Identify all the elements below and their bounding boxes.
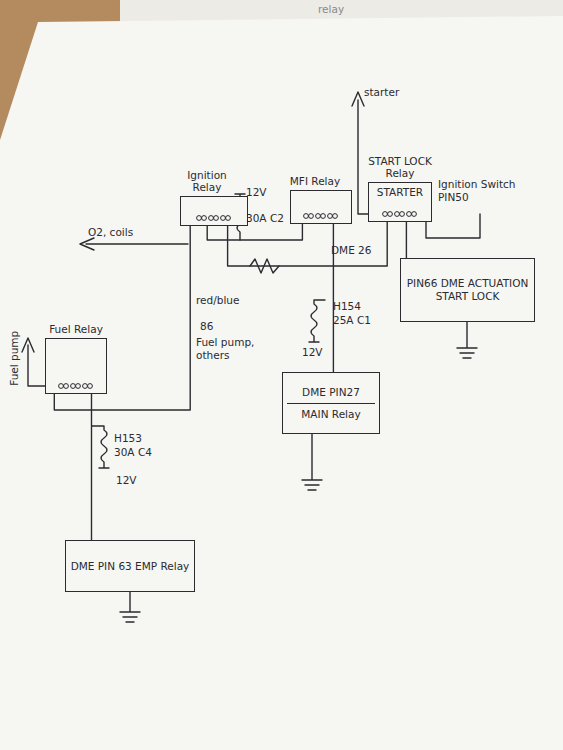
fuel-pump-wire bbox=[28, 345, 45, 386]
ignition-switch-wire bbox=[426, 214, 480, 238]
wire-label: starter bbox=[364, 86, 399, 99]
wire-label: 12V bbox=[302, 346, 323, 359]
fuse-symbol bbox=[309, 300, 325, 342]
relay-box: MFI Relay bbox=[290, 190, 352, 224]
wire-label: 12V bbox=[116, 474, 137, 487]
wire-label: Fuel pump bbox=[8, 326, 21, 390]
paper-sheet bbox=[0, 16, 563, 750]
wire-label: relay bbox=[318, 3, 344, 16]
relay-box: START LOCK RelaySTARTER bbox=[368, 182, 432, 222]
box-text: STARTER bbox=[377, 186, 423, 199]
box-heading: MFI Relay bbox=[287, 175, 343, 188]
wire-label: 86 bbox=[200, 320, 213, 333]
relay-box: DME PIN 63 EMP Relay bbox=[65, 540, 195, 592]
wire-label: Ignition Switch PIN50 bbox=[438, 178, 538, 203]
relay-box: DME PIN27MAIN Relay bbox=[282, 372, 380, 434]
wire-label: Fuel pump, others bbox=[196, 336, 268, 361]
relay-pins bbox=[303, 212, 339, 220]
wire-connector bbox=[406, 222, 407, 258]
fuse-symbol bbox=[92, 426, 109, 468]
wire-connector bbox=[207, 224, 302, 240]
arrow-head bbox=[352, 92, 364, 106]
wire-label: 25A C1 bbox=[333, 314, 371, 327]
ground-symbol bbox=[457, 322, 477, 358]
relay-box: Fuel Relay bbox=[45, 338, 107, 394]
relay-pins bbox=[58, 382, 94, 390]
box-heading: Ignition Relay bbox=[175, 169, 239, 194]
wire-label: 12V bbox=[246, 186, 267, 199]
relay-pins bbox=[382, 210, 418, 218]
wiring bbox=[22, 92, 480, 622]
wire-label: H153 bbox=[114, 432, 142, 445]
starter-wire bbox=[358, 100, 368, 214]
relay-pins bbox=[196, 214, 232, 222]
wire-label: 30A C2 bbox=[246, 212, 284, 225]
wire-label: H154 bbox=[333, 300, 361, 313]
relay-box: PIN66 DME ACTUATION START LOCK bbox=[400, 258, 535, 322]
o2-coils-wire bbox=[86, 243, 188, 244]
box-text: DME PIN27 bbox=[302, 386, 360, 399]
wire-connector bbox=[91, 394, 92, 540]
relay-box: Ignition Relay bbox=[180, 196, 248, 226]
box-heading: START LOCK Relay bbox=[368, 155, 432, 180]
wire-connector bbox=[228, 222, 388, 266]
box-text: MAIN Relay bbox=[287, 403, 375, 421]
box-heading: Fuel Relay bbox=[48, 323, 104, 336]
arrow-head bbox=[22, 338, 34, 352]
arrow-head bbox=[80, 238, 94, 250]
box-text: DME PIN 63 EMP Relay bbox=[71, 560, 190, 573]
ground-symbol bbox=[120, 592, 140, 622]
wire-label: 30A C4 bbox=[114, 446, 152, 459]
box-text: PIN66 DME ACTUATION START LOCK bbox=[405, 277, 530, 302]
wire-label: red/blue bbox=[196, 294, 239, 307]
ground-symbol bbox=[302, 434, 322, 490]
wire-label: O2, coils bbox=[88, 226, 133, 239]
wire-label: DME 26 bbox=[331, 244, 371, 257]
